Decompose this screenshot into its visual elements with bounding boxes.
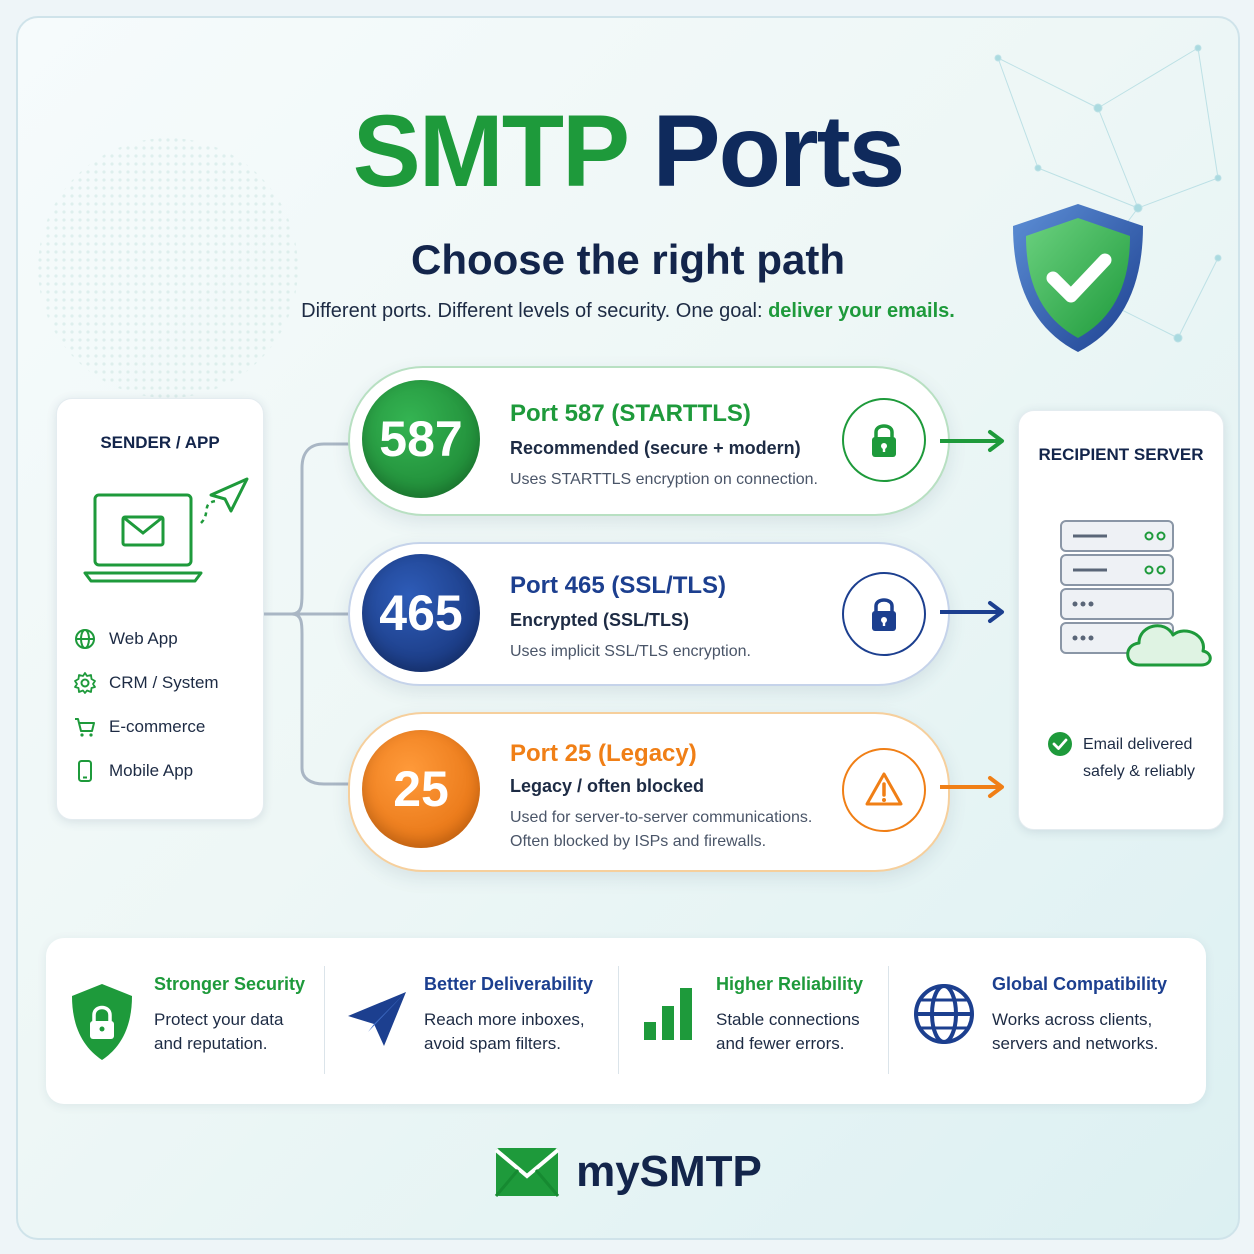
port-subtitle: Recommended (secure + modern) bbox=[510, 438, 801, 458]
benefit-line: Works across clients, bbox=[992, 1010, 1153, 1029]
infographic-frame: SMTP Ports Choose the right path Differe… bbox=[16, 16, 1240, 1240]
divider bbox=[888, 966, 889, 1074]
arrow-right-icon bbox=[940, 430, 1004, 452]
sender-item-label: Web App bbox=[109, 629, 178, 648]
tagline-highlight: deliver your emails. bbox=[768, 300, 955, 322]
lock-icon bbox=[872, 424, 896, 457]
port-description: Uses STARTTLS encryption on connection. bbox=[510, 468, 818, 492]
benefit-line: Reach more inboxes, bbox=[424, 1010, 585, 1029]
divider bbox=[324, 966, 325, 1074]
page-title: SMTP Ports bbox=[18, 100, 1238, 202]
check-circle-icon bbox=[1048, 732, 1072, 756]
benefit-line: servers and networks. bbox=[992, 1034, 1159, 1053]
globe-icon bbox=[914, 984, 974, 1044]
divider bbox=[618, 966, 619, 1074]
sender-item-label: CRM / System bbox=[109, 673, 219, 692]
recipient-card: RECIPIENT SERVER Email delivered safely … bbox=[1018, 410, 1224, 830]
envelope-icon bbox=[494, 1148, 560, 1197]
benefit-description: Reach more inboxes, avoid spam filters. bbox=[424, 1008, 585, 1056]
warning-icon bbox=[865, 772, 903, 806]
brand-logo: mySMTP bbox=[18, 1146, 1238, 1198]
port-subtitle: Encrypted (SSL/TLS) bbox=[510, 610, 690, 630]
title-smtp: SMTP bbox=[352, 94, 628, 208]
arrow-right-icon bbox=[940, 776, 1004, 798]
sender-item-web-app: Web App bbox=[73, 625, 178, 653]
arrow-right-icon bbox=[940, 601, 1004, 623]
benefit-title: Stronger Security bbox=[154, 974, 306, 994]
globe-decoration bbox=[38, 138, 298, 398]
port-title: Port 25 (Legacy) bbox=[510, 740, 697, 767]
benefit-line: Stable connections bbox=[716, 1010, 860, 1029]
benefit-description: Works across clients, servers and networ… bbox=[992, 1008, 1158, 1056]
cart-icon bbox=[75, 718, 95, 737]
shield-check-icon bbox=[1013, 204, 1143, 352]
benefit-line: and reputation. bbox=[154, 1034, 268, 1053]
title-ports: Ports bbox=[652, 94, 906, 208]
tagline: Different ports. Different levels of sec… bbox=[18, 300, 1238, 323]
sender-item-crm: CRM / System bbox=[73, 669, 219, 697]
port-title: Port 465 (SSL/TLS) bbox=[510, 572, 727, 599]
benefit-description: Stable connections and fewer errors. bbox=[716, 1008, 860, 1056]
port-description-line: Uses implicit SSL/TLS encryption. bbox=[510, 643, 751, 660]
port-465-card: 465 Port 465 (SSL/TLS) Encrypted (SSL/TL… bbox=[348, 542, 950, 686]
sender-item-label: Mobile App bbox=[109, 761, 194, 780]
port-title: Port 587 (STARTTLS) bbox=[510, 400, 751, 427]
server-cloud-icon bbox=[1060, 520, 1212, 667]
bar-chart-icon bbox=[644, 988, 692, 1040]
sender-item-label: E-commerce bbox=[109, 717, 206, 736]
status-text: Email delivered safely & reliably bbox=[1083, 731, 1195, 785]
port-icon-circle bbox=[842, 748, 926, 832]
page-subtitle: Choose the right path bbox=[411, 236, 845, 283]
port-number-badge: 465 bbox=[362, 554, 480, 672]
gear-icon bbox=[74, 672, 96, 694]
globe-icon bbox=[75, 629, 95, 649]
lock-icon bbox=[872, 598, 896, 631]
paper-plane-icon bbox=[348, 992, 406, 1046]
port-number-badge: 587 bbox=[362, 380, 480, 498]
benefit-description: Protect your data and reputation. bbox=[154, 1008, 283, 1056]
delivery-status: Email delivered safely & reliably bbox=[1047, 731, 1195, 785]
sender-item-ecommerce: E-commerce bbox=[73, 713, 205, 741]
status-line: Email delivered bbox=[1083, 736, 1193, 753]
port-587-card: 587 Port 587 (STARTTLS) Recommended (sec… bbox=[348, 366, 950, 516]
status-line: safely & reliably bbox=[1083, 763, 1196, 780]
benefit-line: avoid spam filters. bbox=[424, 1034, 561, 1053]
sender-heading: SENDER / APP bbox=[100, 433, 220, 452]
port-number-badge: 25 bbox=[362, 730, 480, 848]
port-icon-circle bbox=[842, 398, 926, 482]
benefit-title: Better Deliverability bbox=[424, 974, 594, 994]
tagline-prefix: Different ports. Different levels of sec… bbox=[301, 300, 763, 322]
sender-item-mobile: Mobile App bbox=[73, 757, 193, 785]
port-description: Uses implicit SSL/TLS encryption. bbox=[510, 640, 751, 664]
laptop-email-icon bbox=[83, 477, 249, 583]
benefit-title: Global Compatibility bbox=[992, 974, 1168, 994]
port-subtitle: Legacy / often blocked bbox=[510, 776, 705, 796]
shield-lock-icon bbox=[72, 984, 132, 1060]
port-description-line: Often blocked by ISPs and firewalls. bbox=[510, 833, 767, 850]
benefits-bar: Stronger Security Protect your data and … bbox=[46, 938, 1206, 1104]
brand-name: mySMTP bbox=[576, 1147, 762, 1196]
port-description-line: Used for server-to-server communications… bbox=[510, 809, 813, 826]
phone-icon bbox=[78, 760, 92, 782]
benefit-line: and fewer errors. bbox=[716, 1034, 845, 1053]
port-description: Used for server-to-server communications… bbox=[510, 806, 812, 854]
port-description-line: Uses STARTTLS encryption on connection. bbox=[510, 471, 818, 488]
sender-card: SENDER / APP Web App CRM / System E-comm… bbox=[56, 398, 264, 820]
port-icon-circle bbox=[842, 572, 926, 656]
benefit-line: Protect your data bbox=[154, 1010, 284, 1029]
port-25-card: 25 Port 25 (Legacy) Legacy / often block… bbox=[348, 712, 950, 872]
recipient-heading: RECIPIENT SERVER bbox=[1038, 445, 1204, 464]
benefit-title: Higher Reliability bbox=[716, 974, 864, 994]
